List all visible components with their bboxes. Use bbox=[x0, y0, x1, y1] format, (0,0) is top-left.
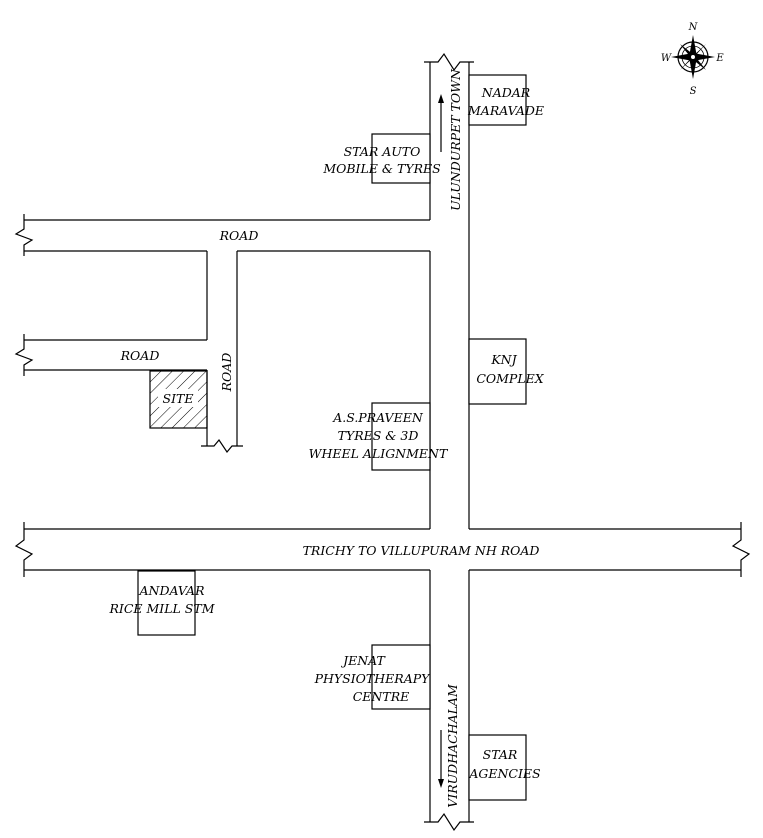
svg-text:JENAT: JENAT bbox=[340, 653, 386, 668]
svg-text:PHYSIOTHERAPY: PHYSIOTHERAPY bbox=[314, 671, 432, 686]
svg-text:WHEEL ALIGNMENT: WHEEL ALIGNMENT bbox=[309, 446, 449, 461]
compass-west-label: W bbox=[661, 53, 672, 64]
south-route-label: VIRUDHACHALAM bbox=[445, 683, 460, 808]
svg-text:CENTRE: CENTRE bbox=[353, 689, 410, 704]
svg-text:AGENCIES: AGENCIES bbox=[468, 766, 540, 781]
landmark-star-auto-mobile-tyres: STAR AUTO MOBILE & TYRES bbox=[322, 133, 441, 184]
landmark-star-agencies: STAR AGENCIES bbox=[468, 734, 541, 801]
compass-east-label: E bbox=[715, 53, 724, 64]
svg-text:STAR AUTO: STAR AUTO bbox=[344, 144, 421, 159]
south-arrow bbox=[438, 730, 444, 788]
vertical-road-label: ROAD bbox=[219, 353, 234, 393]
svg-text:STAR: STAR bbox=[483, 747, 518, 762]
road-lines bbox=[24, 62, 741, 822]
svg-text:MOBILE & TYRES: MOBILE & TYRES bbox=[322, 161, 440, 176]
svg-text:MARAVADE: MARAVADE bbox=[467, 103, 544, 118]
svg-text:A.S.PRAVEEN: A.S.PRAVEEN bbox=[332, 410, 424, 425]
landmark-jenat-physiotherapy: JENAT PHYSIOTHERAPY CENTRE bbox=[314, 644, 432, 710]
svg-text:RICE MILL STM: RICE MILL STM bbox=[108, 601, 215, 616]
svg-text:NADAR: NADAR bbox=[481, 85, 530, 100]
north-arrow bbox=[438, 94, 444, 152]
highway-label: TRICHY TO VILLUPURAM NH ROAD bbox=[303, 543, 540, 558]
landmark-nadar-maravade: NADAR MARAVADE bbox=[467, 74, 544, 126]
compass-rose-icon: N S E W bbox=[661, 22, 724, 97]
site-plot: SITE bbox=[149, 370, 208, 429]
road-break-symbols bbox=[14, 52, 751, 832]
svg-text:ANDAVAR: ANDAVAR bbox=[138, 583, 204, 598]
svg-text:COMPLEX: COMPLEX bbox=[476, 371, 544, 386]
landmark-andavar-rice-mill: ANDAVAR RICE MILL STM bbox=[108, 570, 216, 636]
landmark-knj-complex: KNJ COMPLEX bbox=[468, 338, 545, 405]
lower-road-label: ROAD bbox=[120, 348, 160, 363]
svg-text:KNJ: KNJ bbox=[490, 352, 517, 367]
site-label: SITE bbox=[163, 391, 194, 406]
landmark-as-praveen-tyres: A.S.PRAVEEN TYRES & 3D WHEEL ALIGNMENT bbox=[309, 402, 449, 471]
compass-south-label: S bbox=[690, 86, 697, 97]
svg-text:TYRES & 3D: TYRES & 3D bbox=[338, 428, 419, 443]
compass-north-label: N bbox=[688, 22, 699, 33]
north-route-label: ULUNDURPET TOWN bbox=[448, 68, 463, 211]
upper-road-label: ROAD bbox=[219, 228, 259, 243]
